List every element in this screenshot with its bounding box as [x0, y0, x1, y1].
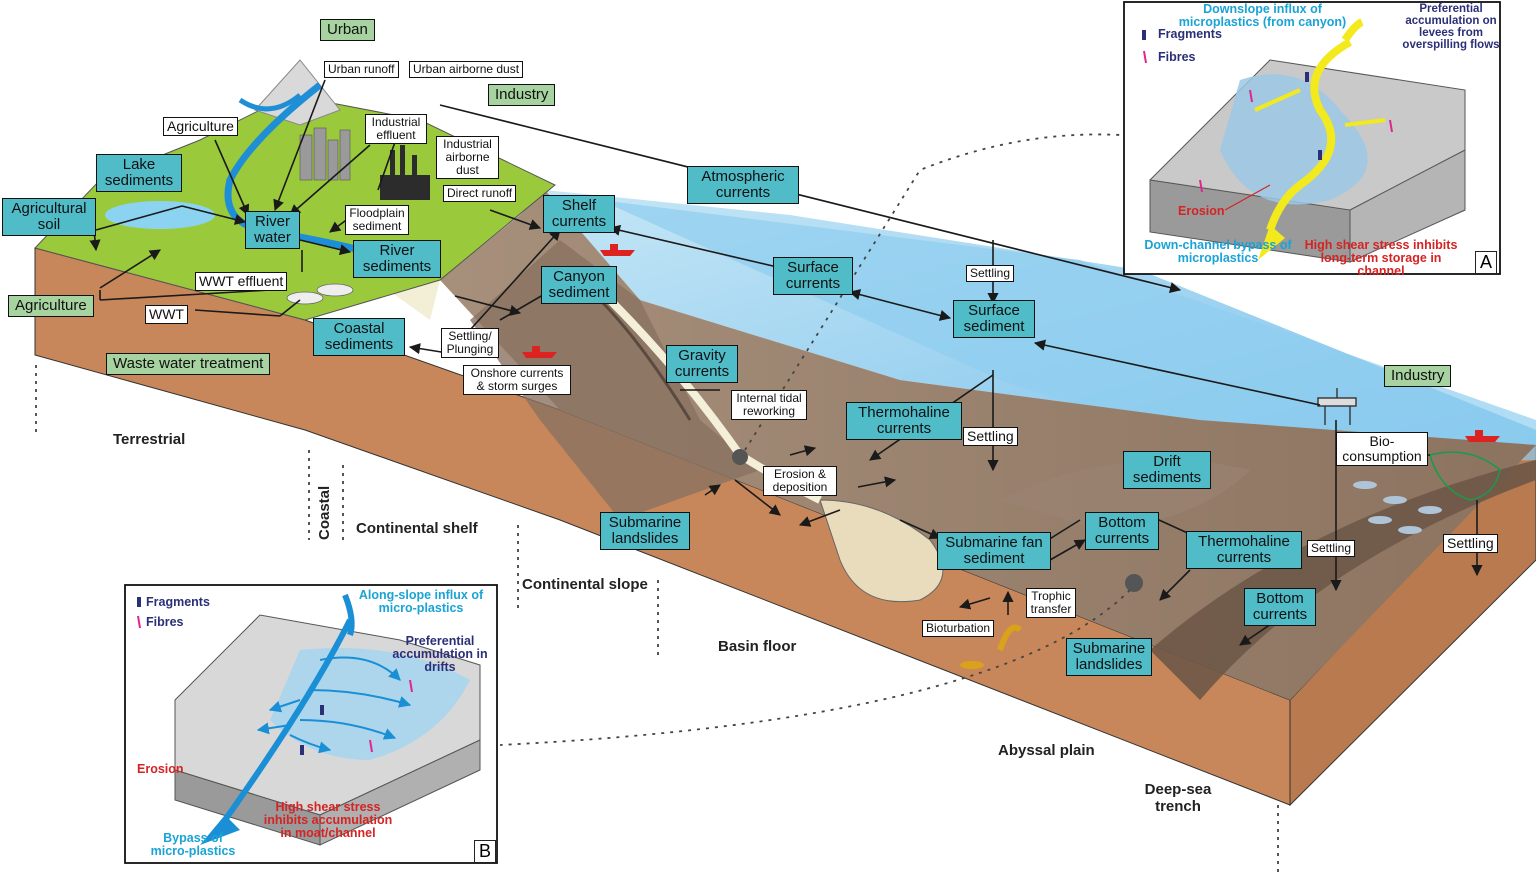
inset-b-erosion: Erosion: [137, 762, 184, 776]
fishing-net-icon: [1429, 451, 1501, 501]
city-buildings: [299, 127, 351, 181]
factory: [380, 145, 430, 200]
agriculture-label: Agriculture: [163, 117, 238, 137]
zone-basin-floor: Basin floor: [718, 638, 797, 655]
zone-continental-slope: Continental slope: [522, 576, 648, 593]
zone-abyssal-plain: Abyssal plain: [998, 742, 1095, 759]
source-urban: Urban: [320, 19, 375, 42]
lake: [105, 201, 215, 229]
worm-icon: [997, 624, 1023, 651]
inset-b-preferential: Preferential accumulation in drifts: [392, 634, 488, 675]
settling-plunging: Settling/ Plunging: [441, 328, 499, 358]
inset-b-label: B: [474, 840, 497, 863]
zone-deep-sea-trench: Deep-sea trench: [1144, 781, 1212, 815]
trophic-transfer: Trophic transfer: [1026, 588, 1076, 618]
inset-b-along-slope: Along-slope influx of micro-plastics: [358, 588, 484, 616]
source-waste-water-treatment: Waste water treatment: [106, 353, 271, 376]
surface-currents: Surface currents: [773, 257, 853, 296]
river: [224, 82, 361, 254]
source-agriculture: Agriculture: [8, 295, 94, 318]
zone-terrestrial: Terrestrial: [113, 431, 186, 448]
shelf-currents: Shelf currents: [543, 195, 615, 234]
wwt-tanks: [286, 283, 354, 305]
internal-tidal-reworking: Internal tidal reworking: [731, 390, 807, 420]
inset-a-down-channel: Down-channel bypass of microplastics: [1144, 238, 1292, 266]
inset-a-downslope-influx: Downslope influx of microplastics (from …: [1178, 2, 1347, 30]
bioturbation: Bioturbation: [922, 620, 995, 637]
industrial-airborne-dust: Industrial airborne dust: [436, 136, 499, 179]
zone-continental-shelf: Continental shelf: [356, 520, 478, 537]
submarine-fan-sediment: Submarine fan sediment: [937, 532, 1051, 571]
thermohaline-currents-1: Thermohaline currents: [846, 402, 962, 441]
atmospheric-currents: Atmospheric currents: [687, 166, 799, 205]
lake-sediments: Lake sediments: [96, 154, 182, 193]
gravity-currents: Gravity currents: [666, 345, 738, 384]
wwt: WWT: [145, 305, 188, 325]
inset-a-fragments: Fragments: [1158, 27, 1222, 41]
zone-coastal: Coastal: [316, 485, 333, 540]
canyon-sediment: Canyon sediment: [541, 266, 617, 305]
river-water: River water: [245, 211, 300, 250]
inset-a-label: A: [1475, 251, 1498, 274]
industrial-effluent: Industrial effluent: [365, 114, 427, 144]
inset-a-fibres: Fibres: [1158, 50, 1196, 64]
inset-a-high-shear: High shear stress inhibits long-term sto…: [1304, 238, 1458, 279]
settling-3: Settling: [1307, 540, 1356, 557]
fish-school-icon: [1353, 481, 1442, 534]
submarine-landslides-1: Submarine landslides: [600, 512, 690, 551]
zone-coastal-wrap: Coastal: [316, 470, 336, 540]
inset-b-fibres: Fibres: [146, 615, 184, 629]
settling-2: Settling: [963, 427, 1018, 447]
source-industry: Industry: [488, 84, 556, 107]
wwt-effluent: WWT effluent: [195, 272, 288, 292]
inset-b-fragments: Fragments: [146, 595, 210, 609]
surface-sediment: Surface sediment: [953, 300, 1035, 339]
bio-consumption: Bio-consumption: [1336, 432, 1428, 467]
settling-4: Settling: [1443, 534, 1498, 554]
coastal-sediments: Coastal sediments: [313, 318, 405, 357]
submarine-landslides-2: Submarine landslides: [1066, 638, 1152, 677]
drift-sediments: Drift sediments: [1123, 451, 1211, 490]
oil-rig-icon: [1317, 388, 1357, 425]
urban-runoff: Urban runoff: [324, 61, 399, 78]
agricultural-soil: Agricultural soil: [2, 198, 96, 237]
bottom-currents-2: Bottom currents: [1244, 588, 1316, 627]
direct-runoff: Direct runoff: [443, 185, 517, 202]
onshore-currents: Onshore currents & storm surges: [463, 365, 571, 395]
submarine-fan: [819, 499, 944, 603]
urban-airborne-dust: Urban airborne dust: [409, 61, 524, 78]
thermohaline-currents-2: Thermohaline currents: [1186, 531, 1302, 570]
inset-a-erosion: Erosion: [1178, 204, 1225, 218]
inset-b: [124, 584, 498, 864]
inset-b-bypass: Bypass of micro-plastics: [150, 831, 236, 859]
river-sediments: River sediments: [353, 240, 441, 279]
settling-1: Settling: [966, 265, 1015, 282]
inset-a: [1123, 1, 1501, 275]
source-industry-offshore: Industry: [1384, 365, 1452, 388]
inset-a-preferential: Preferential accumulation on levees from…: [1402, 3, 1500, 52]
erosion-deposition: Erosion & deposition: [763, 466, 837, 496]
bottom-currents-1: Bottom currents: [1085, 512, 1159, 551]
inset-b-high-shear: High shear stress inhibits accumulation …: [263, 800, 393, 841]
floodplain-sediment: Floodplain sediment: [345, 205, 409, 235]
